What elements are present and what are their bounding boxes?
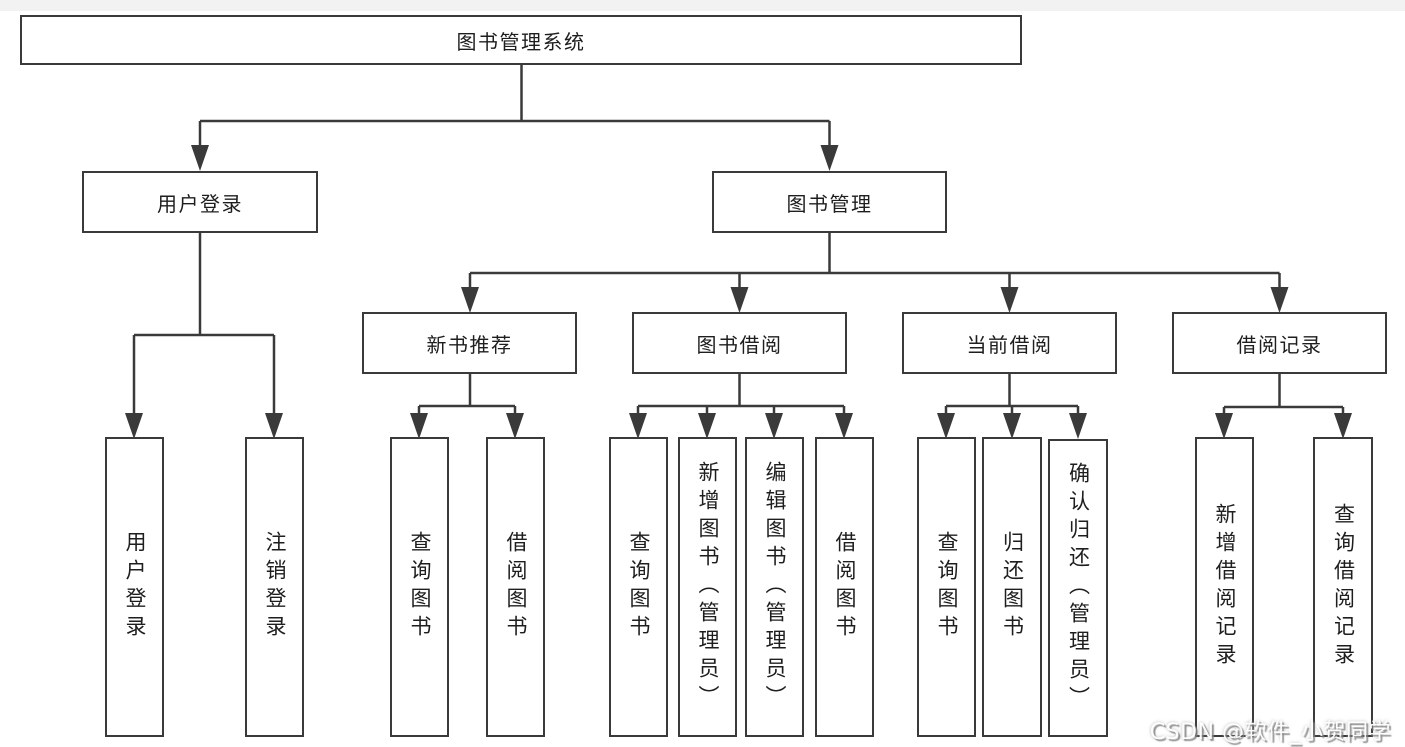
node-new-book-recommend: 新书推荐 — [362, 312, 577, 374]
node-user-login: 用户登录 — [82, 171, 318, 233]
leaf-edit-book-admin: 编辑图书（管理员） — [745, 437, 804, 737]
leaf-borrow-books-recommend: 借阅图书 — [486, 437, 545, 737]
top-band — [0, 0, 1405, 11]
leaf-add-borrow-record: 新增借阅记录 — [1195, 437, 1254, 737]
node-current-borrow: 当前借阅 — [902, 312, 1117, 374]
leaf-return-book: 归还图书 — [982, 437, 1042, 737]
node-borrow-records: 借阅记录 — [1172, 312, 1387, 374]
leaf-user-login: 用户登录 — [105, 437, 164, 737]
leaf-confirm-return-admin: 确认归还（管理员） — [1048, 439, 1108, 737]
leaf-query-books-recommend: 查询图书 — [390, 437, 449, 737]
node-book-management: 图书管理 — [712, 171, 947, 233]
leaf-logout: 注销登录 — [245, 437, 304, 737]
node-library-management-system: 图书管理系统 — [20, 15, 1022, 65]
leaf-query-books-borrow: 查询图书 — [609, 437, 668, 737]
node-book-borrow: 图书借阅 — [632, 312, 847, 374]
leaf-add-book-admin: 新增图书（管理员） — [678, 437, 737, 737]
leaf-query-books-current: 查询图书 — [917, 437, 976, 737]
leaf-borrow-books: 借阅图书 — [815, 437, 874, 737]
leaf-query-borrow-record: 查询借阅记录 — [1313, 437, 1373, 737]
